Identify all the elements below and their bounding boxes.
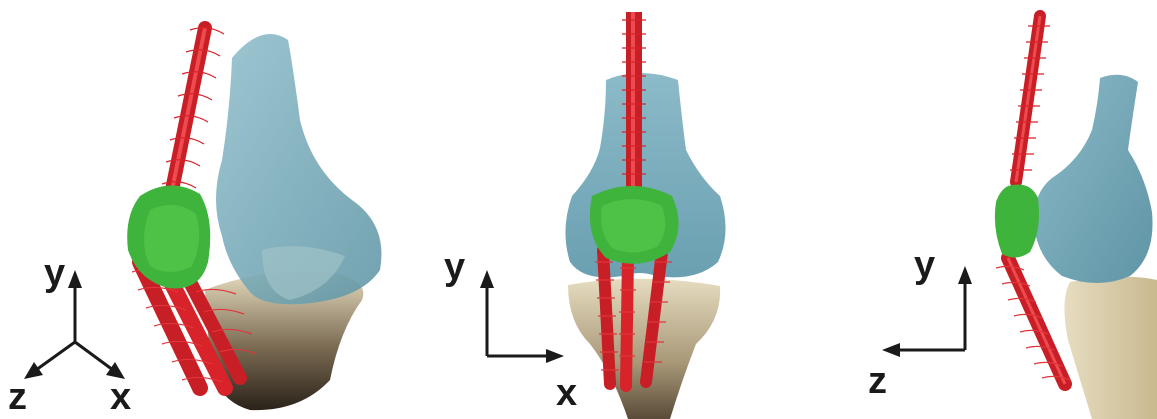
z-axis-label: z (8, 378, 27, 416)
oblique-view-panel: y x z (0, 0, 400, 419)
patella (995, 185, 1039, 258)
quadriceps-tendon (1010, 16, 1050, 182)
y-axis-label: y (914, 246, 935, 284)
x-axis-label: x (110, 378, 131, 416)
frontal-view-panel: y x (400, 0, 780, 419)
z-axis-label: z (868, 362, 887, 400)
axis-pair (480, 270, 564, 363)
axis-triad (24, 270, 125, 379)
oblique-knee-illustration (0, 0, 400, 419)
y-axis-label: y (444, 248, 465, 286)
quadriceps-tendon (162, 28, 224, 200)
x-axis-label: x (556, 374, 577, 412)
femur (1034, 75, 1153, 283)
frontal-knee-illustration (400, 0, 780, 419)
y-axis-label: y (44, 254, 65, 292)
tibia (1064, 276, 1157, 419)
sagittal-view-panel: y z (780, 0, 1157, 419)
patellar-tendon (996, 258, 1070, 384)
sagittal-knee-illustration (780, 0, 1157, 419)
